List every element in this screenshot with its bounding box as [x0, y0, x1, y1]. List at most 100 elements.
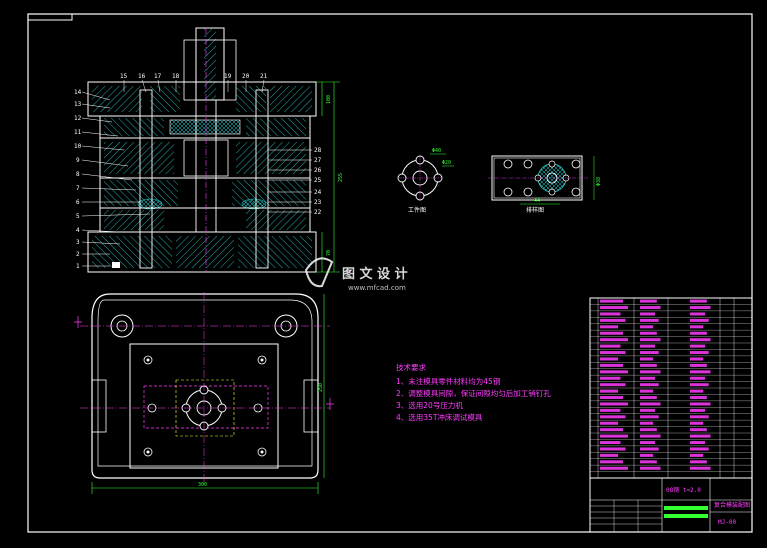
bom-cell-text	[690, 434, 711, 438]
part-number: 12	[74, 115, 82, 122]
bom-cell-text	[690, 396, 707, 400]
title-block-material: 08钢 t=2.0	[666, 486, 701, 494]
bom-cell-text	[690, 466, 711, 470]
bom-cell-text	[600, 421, 618, 425]
dim-height-top: 100	[326, 95, 332, 104]
bom-cell-text	[640, 318, 659, 322]
bom-cell-text	[690, 338, 711, 342]
part-number: 15	[120, 73, 128, 80]
bom-cell-text	[600, 325, 618, 329]
bom-cell-text	[640, 299, 657, 303]
bom-cell-text	[640, 312, 656, 316]
bom-cell-text	[690, 408, 706, 412]
layout-dim: 44	[534, 198, 540, 204]
bom-cell-text	[690, 370, 711, 374]
outer-frame	[27, 13, 753, 533]
bom-cell-text	[600, 299, 623, 303]
part-number: 18	[172, 73, 180, 80]
tech-req-heading: 技术要求	[396, 362, 426, 372]
bom-cell-text	[690, 383, 709, 387]
bom-cell-text	[600, 389, 618, 393]
bom-cell-text	[690, 299, 707, 303]
part-number: 22	[314, 209, 322, 216]
bom-cell-text	[640, 351, 659, 355]
bom-cell-text	[600, 344, 621, 348]
watermark: 图 文 设 计 www.mfcad.com	[304, 257, 408, 292]
layout-label: 排样图	[526, 206, 544, 214]
part-number: 6	[76, 199, 80, 206]
part-number: 4	[76, 227, 80, 234]
bom-cell-text	[640, 408, 656, 412]
bom-cell-text	[600, 428, 623, 432]
bom-cell-text	[690, 376, 706, 380]
watermark-brand: 图 文 设 计	[342, 266, 408, 282]
tech-req-item: 2、调整模具间隙，保证间隙均匀后加工销钉孔	[396, 388, 551, 398]
part-number: 14	[74, 89, 82, 96]
bom-cell-text	[690, 306, 711, 310]
bom-cell-text	[640, 331, 657, 335]
bom-cell-text	[600, 363, 623, 367]
part-number: 28	[314, 147, 322, 154]
part-numbers-right: 28 27 26 25 24 23 22	[314, 147, 322, 216]
bom-cell-text	[690, 312, 706, 316]
dim-plan-width: 300	[198, 482, 207, 488]
part-number: 16	[138, 73, 146, 80]
plan-view: 300 250	[74, 292, 334, 494]
technical-requirements: 技术要求 1、未注模具零件材料均为45钢 2、调整模具间隙，保证间隙均匀后加工销…	[396, 362, 551, 422]
bom-cell-text	[600, 370, 628, 374]
bom-cell-text	[640, 441, 656, 445]
tech-req-item: 1、未注模具零件材料均为45钢	[396, 376, 500, 386]
bom-cell-text	[640, 383, 659, 387]
bom-cell-text	[690, 357, 704, 361]
part-number: 23	[314, 199, 322, 206]
bom-cell-text	[600, 357, 618, 361]
bom-cell-text	[600, 376, 621, 380]
bom-cell-text	[600, 466, 628, 470]
bom-cell-text	[640, 376, 656, 380]
title-block-number: MJ-00	[718, 519, 736, 526]
bom-cell-text	[690, 331, 707, 335]
part-number: 3	[76, 239, 80, 246]
bom-cell-text	[600, 331, 623, 335]
bom-cell-text	[600, 415, 626, 419]
strip-layout-view: Φ38 44 排样图	[488, 155, 602, 214]
part-number: 26	[314, 167, 322, 174]
watermark-logo	[304, 257, 334, 288]
bom-cell-text	[640, 338, 661, 342]
bom-cell-text	[690, 363, 707, 367]
part-number: 20	[242, 73, 250, 80]
bom-cell-text	[690, 318, 709, 322]
layout-dim: Φ38	[596, 177, 602, 186]
part-number: 24	[314, 189, 322, 196]
bom-cell-text	[640, 428, 657, 432]
part-number: 1	[76, 263, 80, 270]
bom-cell-text	[600, 441, 621, 445]
bom-cell-text	[600, 460, 623, 464]
bom-cell-text	[600, 306, 628, 310]
part-number: 11	[74, 129, 82, 136]
tech-req-item: 4、选用35T冲床调试模具	[396, 412, 483, 422]
bom-cell-text	[640, 402, 661, 406]
corner-tab	[27, 13, 73, 21]
bom-cell-text	[690, 460, 707, 464]
bom-cell-text	[640, 434, 661, 438]
bom-cell-text	[600, 447, 626, 451]
part-number: 7	[76, 185, 80, 192]
bom-cell-text	[600, 338, 628, 342]
workpiece-dim: Φ20	[442, 160, 451, 166]
part-number: 13	[74, 101, 82, 108]
bom-cell-text	[640, 357, 654, 361]
dim-plan-height: 250	[318, 383, 324, 392]
bom-cell-text	[600, 318, 626, 322]
bom-cell-text	[600, 408, 621, 412]
bom-cell-text	[640, 325, 654, 329]
bom-cell-text	[600, 351, 626, 355]
part-number: 9	[76, 157, 80, 164]
part-number: 2	[76, 251, 80, 258]
bom-cell-text	[690, 325, 704, 329]
bom-cell-text	[600, 434, 628, 438]
bom-cell-text	[600, 402, 628, 406]
bom-cell-text	[640, 415, 659, 419]
bom-cell-text	[690, 453, 704, 457]
bom-cell-text	[640, 306, 661, 310]
